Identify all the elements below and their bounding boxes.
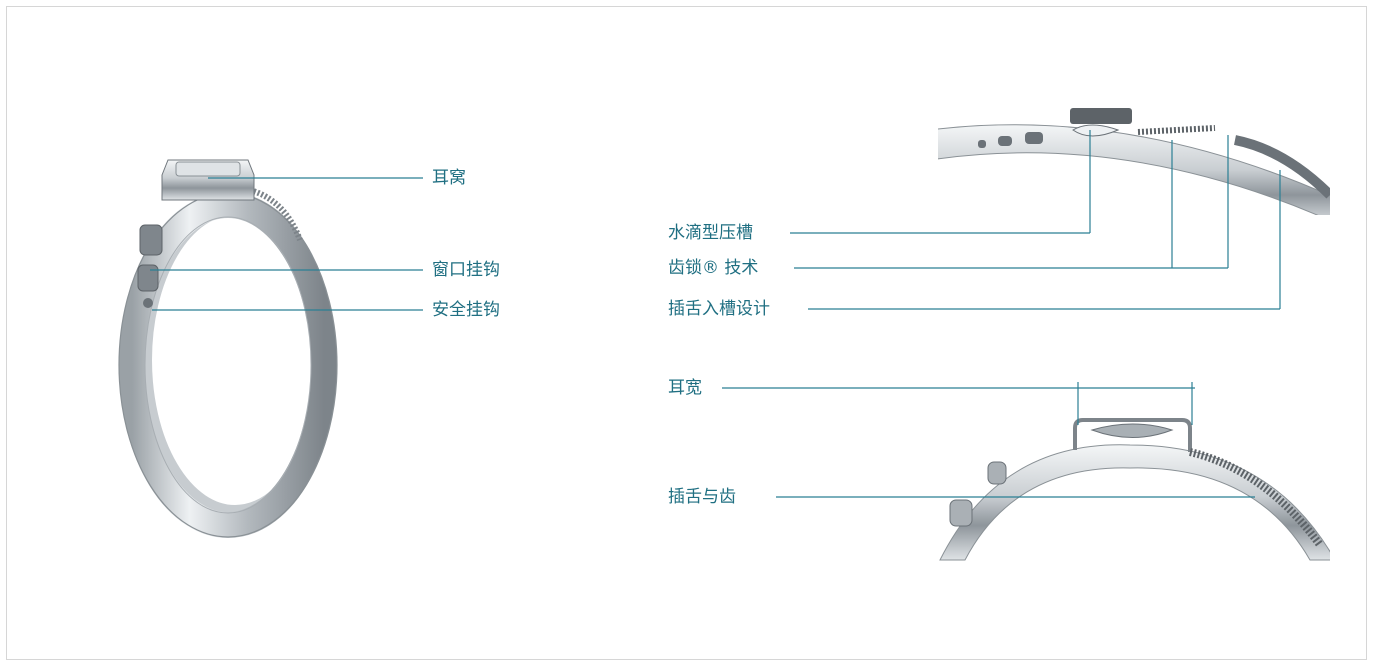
clamp-ring-image xyxy=(118,159,338,538)
diagram-frame xyxy=(6,6,1367,660)
label-tongue-slot: 插舌入槽设计 xyxy=(668,299,770,319)
label-safety-hook: 安全挂钩 xyxy=(432,300,500,320)
label-window-hook: 窗口挂钩 xyxy=(432,260,500,280)
label-ear-width: 耳宽 xyxy=(668,378,702,398)
clamp-ear-closeup-image xyxy=(939,418,1330,561)
callout-lines xyxy=(150,130,1281,498)
label-teardrop-groove: 水滴型压槽 xyxy=(668,223,753,243)
clamp-band-closeup-image xyxy=(938,108,1330,215)
label-tooth-lock: 齿锁® 技术 xyxy=(668,258,759,278)
label-tongue-teeth: 插舌与齿 xyxy=(668,487,736,507)
label-ear-pocket: 耳窝 xyxy=(432,168,466,188)
